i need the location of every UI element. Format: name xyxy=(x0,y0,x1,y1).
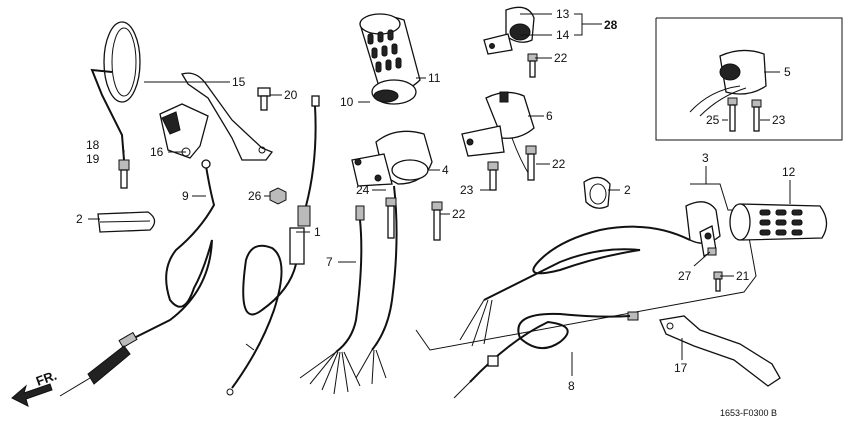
inset-switch-5 xyxy=(689,49,767,132)
label-2-left: 2 xyxy=(76,212,83,226)
bolt-23a xyxy=(487,161,499,191)
switch-housing-6 xyxy=(461,91,535,177)
label-17: 17 xyxy=(674,361,688,375)
label-16: 16 xyxy=(150,145,164,159)
bolt-22a xyxy=(431,201,443,241)
label-26: 26 xyxy=(248,189,262,203)
label-22-top: 22 xyxy=(554,51,568,65)
label-28: 28 xyxy=(604,18,618,32)
brake-cable xyxy=(453,311,639,399)
left-switch-assembly xyxy=(415,183,757,351)
throttle-grip xyxy=(359,13,421,105)
label-6: 6 xyxy=(546,109,553,123)
brake-lever xyxy=(659,315,781,387)
inset-frame xyxy=(655,17,843,141)
label-22-right: 22 xyxy=(552,157,566,171)
part-labels: 15 20 16 18 19 9 2 26 1 7 10 11 4 24 22 … xyxy=(34,7,796,418)
label-11: 11 xyxy=(428,71,441,85)
bolt-22c xyxy=(527,53,538,78)
label-19: 19 xyxy=(86,152,100,166)
label-18: 18 xyxy=(86,138,100,152)
label-7: 7 xyxy=(326,255,333,269)
front-direction-arrow xyxy=(11,383,53,407)
screw-20 xyxy=(257,87,271,111)
label-5: 5 xyxy=(784,65,791,79)
nut-26 xyxy=(269,187,287,205)
label-21: 21 xyxy=(736,269,750,283)
throttle-housing xyxy=(351,130,433,187)
throttle-cable xyxy=(226,95,320,396)
label-13: 13 xyxy=(556,7,570,21)
cable-clamp xyxy=(97,211,156,233)
bolt-22b xyxy=(525,145,537,181)
label-10: 10 xyxy=(340,95,354,109)
label-1: 1 xyxy=(314,225,321,239)
label-2-right: 2 xyxy=(624,183,631,197)
bolt-24 xyxy=(385,197,397,239)
label-23-inset: 23 xyxy=(772,113,786,127)
grip-collar xyxy=(583,176,611,209)
label-22-mid: 22 xyxy=(452,207,466,221)
clutch-cable xyxy=(59,159,216,397)
direction-label: FR. xyxy=(34,368,59,389)
diagram-code: 1653-F0300 B xyxy=(720,408,777,418)
left-grip xyxy=(729,203,828,241)
switch-13-14 xyxy=(483,6,535,55)
label-8: 8 xyxy=(568,379,575,393)
label-14: 14 xyxy=(556,28,570,42)
label-4: 4 xyxy=(442,163,449,177)
label-9: 9 xyxy=(182,189,189,203)
leader-lines xyxy=(88,13,791,376)
label-27: 27 xyxy=(678,269,692,283)
label-23-mid: 23 xyxy=(460,183,474,197)
clutch-lever xyxy=(181,72,274,161)
label-3: 3 xyxy=(702,151,709,165)
mirror xyxy=(90,21,141,189)
label-20: 20 xyxy=(284,88,298,102)
label-12: 12 xyxy=(782,165,796,179)
label-15: 15 xyxy=(232,75,246,89)
switch-harness-7 xyxy=(299,185,398,395)
label-24: 24 xyxy=(356,183,370,197)
label-25: 25 xyxy=(706,113,720,127)
lever-holder xyxy=(159,103,209,159)
